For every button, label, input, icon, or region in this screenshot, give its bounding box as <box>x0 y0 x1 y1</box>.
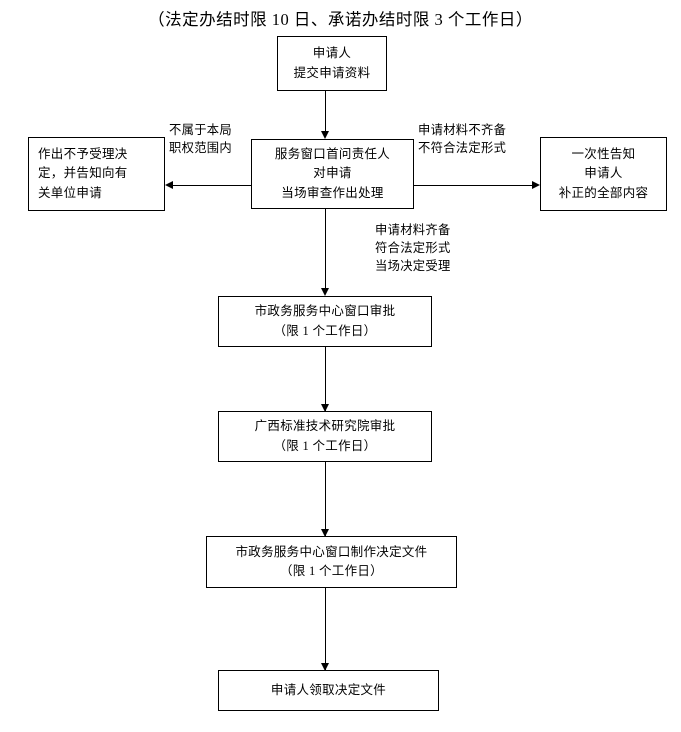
label-accept-branch: 申请材料齐备 符合法定形式 当场决定受理 <box>375 222 451 275</box>
label-accept-branch-line2: 符合法定形式 <box>375 240 451 255</box>
label-left-branch: 不属于本局 职权范围内 <box>169 122 232 158</box>
node-guangxi-institute-approval: 广西标准技术研究院审批 （限 1 个工作日） <box>218 411 432 462</box>
arrow-window-to-notice <box>532 180 540 189</box>
node-reject-line1: 作出不予受理决 <box>38 146 128 161</box>
connector-center-to-institute <box>325 347 326 412</box>
node-one-time-notice: 一次性告知 申请人 补正的全部内容 <box>540 137 667 211</box>
node-service-window-line3: 当场审查作出处理 <box>281 185 384 200</box>
node-reject-line3: 关单位申请 <box>38 185 103 200</box>
arrow-document-to-collect <box>320 663 329 671</box>
connector-window-to-center-approval <box>325 209 326 291</box>
node-city-center-document: 市政务服务中心窗口制作决定文件 （限 1 个工作日） <box>206 536 457 588</box>
label-left-branch-line1: 不属于本局 <box>169 123 232 137</box>
connector-window-to-notice <box>414 185 532 186</box>
label-left-branch-line2: 职权范围内 <box>169 140 232 155</box>
node-notice-line3: 补正的全部内容 <box>558 185 649 200</box>
label-accept-branch-line3: 当场决定受理 <box>375 258 451 273</box>
node-service-window-review: 服务窗口首问责任人 对申请 当场审查作出处理 <box>251 139 414 209</box>
node-city-center-approval-line2: （限 1 个工作日） <box>273 323 377 338</box>
node-center-document-line1: 市政务服务中心窗口制作决定文件 <box>235 544 428 559</box>
label-right-branch: 申请材料不齐备 不符合法定形式 <box>418 122 506 158</box>
node-reject-decision: 作出不予受理决 定，并告知向有 关单位申请 <box>28 137 165 211</box>
arrow-window-to-reject <box>165 180 173 189</box>
node-reject-line2: 定，并告知向有 <box>38 166 128 181</box>
node-applicant-submit: 申请人 提交申请资料 <box>277 36 387 91</box>
connector-submit-to-window <box>325 91 326 134</box>
node-applicant-collect: 申请人领取决定文件 <box>218 670 439 711</box>
connector-window-to-reject <box>173 185 251 186</box>
label-right-branch-line2: 不符合法定形式 <box>418 140 507 155</box>
connector-document-to-collect <box>325 588 326 670</box>
node-center-document-line2: （限 1 个工作日） <box>279 564 383 578</box>
arrow-center-to-institute <box>320 404 329 412</box>
node-notice-line2: 申请人 <box>584 166 623 181</box>
node-institute-approval-line1: 广西标准技术研究院审批 <box>254 419 396 434</box>
node-applicant-submit-line1: 申请人 <box>312 46 352 61</box>
label-right-branch-line1: 申请材料不齐备 <box>418 123 507 137</box>
node-notice-line1: 一次性告知 <box>571 146 636 161</box>
node-service-window-line2: 对申请 <box>313 166 352 181</box>
node-service-window-line1: 服务窗口首问责任人 <box>274 146 391 161</box>
node-applicant-submit-line2: 提交申请资料 <box>293 65 371 80</box>
node-city-center-approval-line1: 市政务服务中心窗口审批 <box>254 304 396 319</box>
node-institute-approval-line2: （限 1 个工作日） <box>273 438 377 453</box>
connector-institute-to-document <box>325 462 326 537</box>
node-applicant-collect-line1: 申请人领取决定文件 <box>270 682 387 697</box>
arrow-submit-to-window <box>320 131 329 139</box>
page-title: （法定办结时限 10 日、承诺办结时限 3 个工作日） <box>148 10 533 29</box>
arrow-window-to-center-approval <box>320 288 329 296</box>
arrow-institute-to-document <box>320 529 329 537</box>
label-accept-branch-line1: 申请材料齐备 <box>375 223 451 237</box>
node-city-center-approval: 市政务服务中心窗口审批 （限 1 个工作日） <box>218 296 432 347</box>
